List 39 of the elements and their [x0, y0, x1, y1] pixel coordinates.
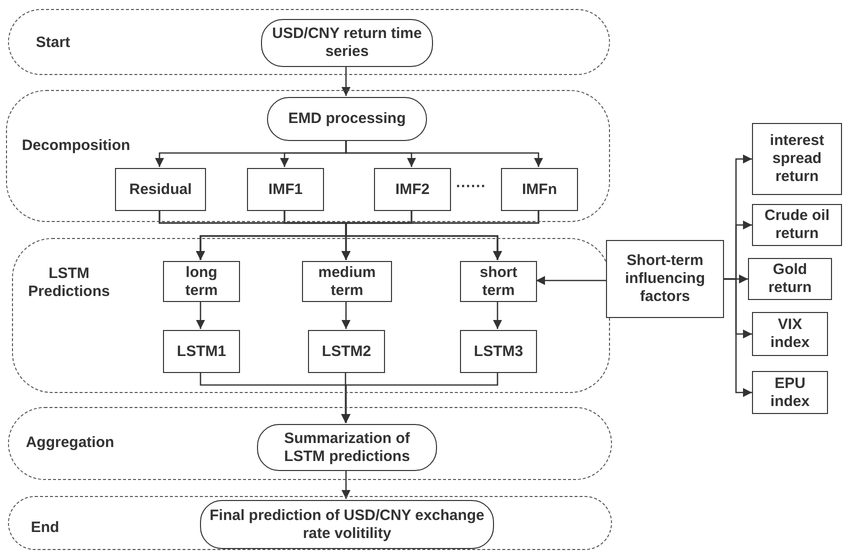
process-box: short term	[460, 261, 537, 302]
rounded-process-box: Summarization of LSTM predictions	[257, 424, 437, 471]
dashed-stage-band	[8, 496, 612, 550]
rounded-process-box: EMD processing	[267, 97, 427, 141]
process-box: Crude oil return	[752, 204, 842, 246]
process-box: Gold return	[748, 258, 832, 300]
arrow	[724, 278, 752, 398]
arrow	[196, 301, 206, 329]
stage-label: Start	[34, 34, 72, 52]
stage-label: LSTM Predictions	[27, 265, 111, 301]
rounded-process-box: USD/CNY return time series	[261, 19, 433, 67]
stage-label: End	[30, 519, 60, 537]
process-box: IMF1	[247, 168, 324, 211]
process-box: LSTM1	[163, 330, 240, 373]
arrow	[341, 301, 351, 329]
arrow	[341, 470, 351, 499]
process-box: VIX index	[752, 312, 828, 356]
arrow	[345, 140, 544, 167]
process-box: long term	[163, 261, 240, 302]
stage-label: Aggregation	[24, 434, 116, 452]
stage-label: Decomposition	[20, 137, 132, 155]
arrow	[341, 66, 351, 96]
rounded-process-box: Final prediction of USD/CNY exchange rate volitility	[200, 500, 494, 549]
ellipsis-text: ······	[456, 178, 486, 196]
arrow	[492, 301, 502, 329]
process-box: interest spread return	[752, 123, 842, 195]
dashed-stage-band	[12, 238, 610, 393]
dashed-stage-band	[6, 90, 610, 222]
dashed-stage-band	[8, 9, 610, 75]
process-box: IMF2	[374, 168, 451, 211]
process-box: Short-term influencing factors	[606, 240, 724, 318]
process-box: IMFn	[501, 168, 578, 211]
process-box: EPU index	[752, 371, 828, 414]
dashed-stage-band	[8, 407, 612, 480]
process-box: medium term	[302, 261, 392, 302]
process-box: LSTM3	[460, 330, 537, 373]
process-box: Residual	[115, 168, 206, 211]
arrow	[536, 276, 606, 286]
process-box: LSTM2	[308, 330, 385, 373]
